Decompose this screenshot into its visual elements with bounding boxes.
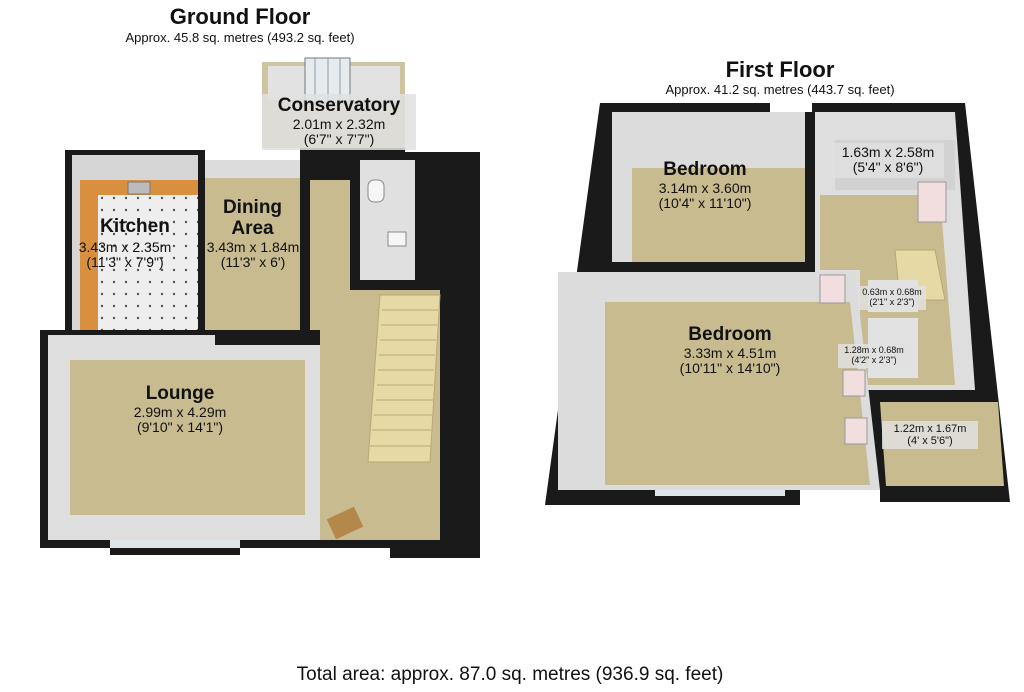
room-imperial: (10'11" x 14'10"): [679, 360, 781, 377]
dining-floor: [205, 175, 300, 330]
room-metric: 3.14m x 3.60m: [658, 179, 752, 196]
door-icon: [842, 369, 866, 397]
room-name: Lounge: [145, 383, 215, 404]
conservatory-label: Conservatory 2.01m x 2.32m (6'7" x 7'7"): [262, 94, 416, 150]
ground-floor-area: Approx. 45.8 sq. metres (493.2 sq. feet): [125, 30, 355, 45]
lounge-floor: [70, 360, 305, 515]
kitchen-dims: 3.43m x 2.35m (11'3" x 7'9"): [60, 239, 190, 271]
dining-dims: 3.43m x 1.84m (11'3" x 6'): [198, 239, 308, 271]
room-metric: 1.28m x 0.68m: [844, 345, 904, 355]
room-imperial: (9'10" x 14'1"): [136, 419, 224, 436]
total-area: Total area: approx. 87.0 sq. metres (936…: [296, 664, 724, 685]
room-metric: 3.33m x 4.51m: [683, 344, 777, 361]
door-icon: [917, 181, 947, 223]
room-metric: 1.22m x 1.67m: [893, 423, 967, 435]
room-name: Bedroom: [688, 324, 772, 345]
room-metric: 1.63m x 2.58m: [841, 144, 935, 160]
room-imperial: (10'4" x 11'10"): [658, 195, 752, 212]
bedroom1-floor: [632, 168, 805, 262]
wc-floor: [360, 160, 415, 280]
room-name: Dining Area: [222, 197, 283, 239]
kitchen-sink-icon: [127, 181, 151, 195]
bedroom2-floor: [605, 302, 870, 485]
kitchen-label: Kitchen: [76, 216, 194, 238]
room-name: Bedroom: [663, 159, 747, 180]
room-imperial: (6'7" x 7'7"): [303, 131, 375, 148]
cupboard1-label: 0.63m x 0.68m (2'1" x 2'3"): [858, 286, 926, 310]
room-metric: 2.99m x 4.29m: [133, 403, 227, 420]
cupboard2-label: 1.28m x 0.68m (4'2" x 2'3"): [838, 344, 910, 368]
room-imperial: (4' x 5'6"): [907, 435, 953, 448]
room-metric: 3.43m x 1.84m: [206, 239, 300, 255]
room-metric: 0.63m x 0.68m: [862, 287, 922, 297]
room-metric: 3.43m x 2.35m: [78, 239, 172, 255]
room-name: Kitchen: [100, 216, 170, 237]
small-room-label: 1.22m x 1.67m (4' x 5'6"): [882, 421, 978, 450]
kitchen-counter: [80, 180, 198, 330]
kitchen-floor: [80, 180, 198, 330]
room-metric: 2.01m x 2.32m: [292, 115, 386, 132]
dining-label: Dining Area: [205, 197, 300, 240]
bedroom2-label: Bedroom 3.33m x 4.51m (10'11" x 14'10"): [650, 324, 810, 377]
first-floor-area: Approx. 41.2 sq. metres (443.7 sq. feet): [665, 82, 895, 97]
bathroom-label: 1.63m x 2.58m (5'4" x 8'6"): [832, 143, 944, 178]
bedroom1-label: Bedroom 3.14m x 3.60m (10'4" x 11'10"): [630, 159, 780, 212]
first-floor-title: First Floor: [725, 57, 835, 82]
staircase: [367, 294, 441, 463]
door-icon: [819, 274, 846, 304]
room-imperial: (11'3" x 7'9"): [86, 254, 164, 271]
room-imperial: (11'3" x 6'): [220, 254, 286, 271]
room-imperial: (2'1" x 2'3"): [869, 296, 915, 307]
room-name: Conservatory: [277, 95, 401, 116]
lounge-label: Lounge 2.99m x 4.29m (9'10" x 14'1"): [100, 383, 260, 436]
room-imperial: (4'2" x 2'3"): [851, 354, 897, 365]
ground-floor-title: Ground Floor: [169, 4, 311, 29]
door-icon: [844, 417, 868, 445]
room-imperial: (5'4" x 8'6"): [852, 159, 924, 176]
doormat-icon: [326, 506, 364, 540]
